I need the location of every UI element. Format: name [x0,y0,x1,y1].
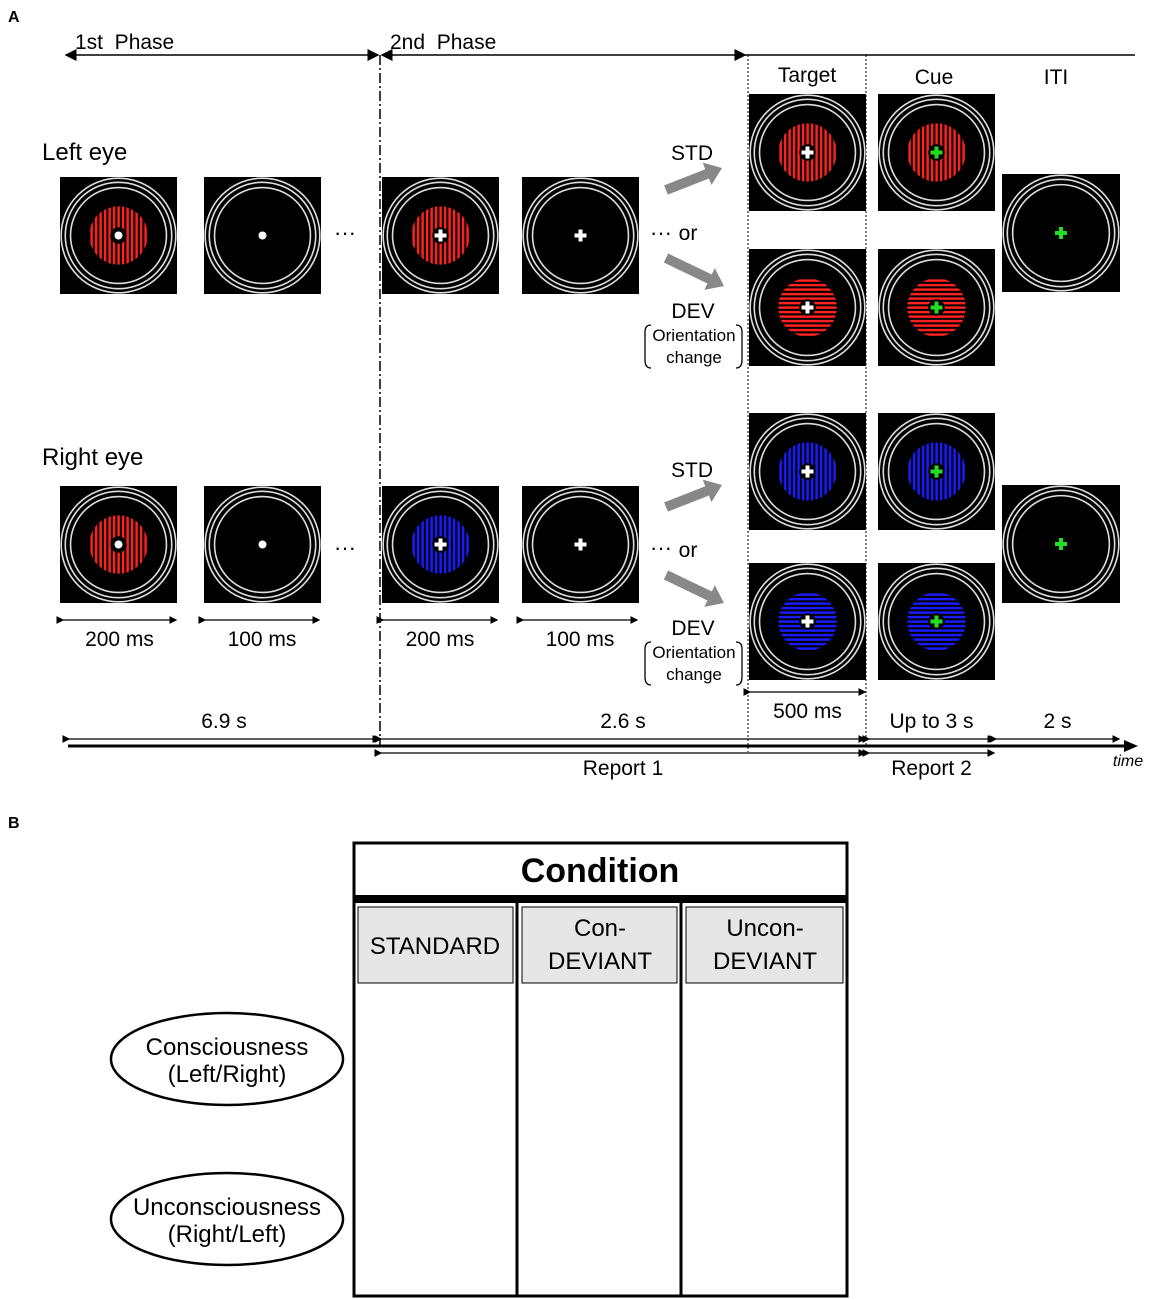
fixation-cross [574,229,587,242]
column-standard: STANDARD [370,933,500,960]
stimulus-image [1002,174,1120,292]
fixation-cross [801,301,814,314]
cue-duration-label: Up to 3 s [889,710,973,733]
dev-label: DEV [671,300,714,323]
ellipsis: ··· [334,220,356,245]
bracket [735,641,743,686]
fixation-cross [434,229,447,242]
grating [907,593,966,650]
report1-label: Report 1 [583,757,664,780]
phase1-label: 1st Phase [75,31,174,54]
stimulus-image [878,413,995,530]
row-unconsciousness: (Right/Left) [168,1221,287,1248]
row-unconsciousness-ellipse [109,1171,345,1267]
stimulus-image [204,486,321,603]
fixation-cross [801,615,814,628]
fixation-cross [801,465,814,478]
branch-arrow [664,162,722,195]
stimulus-image [382,486,499,603]
stimulus-image [878,94,995,211]
column-uncon-deviant: DEVIANT [713,948,817,975]
row-consciousness: (Left/Right) [168,1061,287,1088]
fixation-cross [1055,538,1067,550]
fixation-cross [574,538,587,551]
orientation-change-label: change [666,348,722,367]
phase1-duration-label: 6.9 s [201,710,247,733]
fixation-cross [930,465,943,478]
std-label: STD [671,459,713,482]
fixation-cross [801,146,814,159]
panel-b-label: B [8,815,20,832]
time-axis-arrowhead [1124,740,1138,752]
ellipsis: ··· [650,535,672,560]
or-label: or [679,222,698,245]
branch-arrow [663,570,725,607]
orientation-change-label: Orientation [652,643,735,662]
condition-table [352,841,849,1298]
dev-label: DEV [671,617,714,640]
fixation-cross [930,301,943,314]
fixation-cross [930,146,943,159]
condition-title: Condition [521,852,680,890]
fixation-dot [114,540,123,549]
stimulus-image [204,177,321,294]
duration-100ms-label: 100 ms [228,628,297,651]
column-con-deviant: Con- [574,915,626,942]
cue-header: Cue [915,66,954,89]
target-header: Target [778,64,837,87]
iti-duration-label: 2 s [1043,710,1071,733]
fixation-cross [930,615,943,628]
stimulus-image [878,563,995,680]
row-unconsciousness: Unconsciousness [133,1194,321,1221]
fixation-dot [114,231,123,240]
stimulus-image [749,563,866,680]
stimulus-image [749,249,866,366]
panel-a-label: A [8,9,20,26]
bracket [644,324,652,369]
branch-arrow [664,479,722,512]
orientation-change-label: Orientation [652,326,735,345]
duration-200ms-label: 200 ms [406,628,475,651]
branch-arrow [663,253,725,290]
phase2-label: 2nd Phase [390,31,496,54]
stimulus-image [522,177,639,294]
stimulus-image [60,486,177,603]
duration-200ms-label: 200 ms [85,628,154,651]
row-consciousness-ellipse [109,1011,345,1107]
right-eye-label: Right eye [42,444,143,471]
bracket [644,641,652,686]
report2-label: Report 2 [891,757,972,780]
column-uncon-deviant: Uncon- [726,915,803,942]
or-label: or [679,539,698,562]
fixation-dot [258,231,267,240]
fixation-cross [1055,227,1067,239]
stimulus-image [878,249,995,366]
phase2-duration-label: 2.6 s [600,710,646,733]
left-eye-label: Left eye [42,139,127,166]
stimulus-image [749,413,866,530]
stimulus-image [60,177,177,294]
stimulus-image [749,94,866,211]
row-consciousness: Consciousness [146,1034,309,1061]
ellipsis: ··· [650,220,672,245]
stimulus-image [1002,485,1120,603]
iti-header: ITI [1044,66,1069,89]
fixation-dot [258,540,267,549]
stimulus-image [522,486,639,603]
column-con-deviant: DEVIANT [548,948,652,975]
stimulus-image [382,177,499,294]
ellipsis: ··· [334,535,356,560]
orientation-change-label: change [666,665,722,684]
bracket [735,324,743,369]
fixation-cross [434,538,447,551]
duration-500ms-label: 500 ms [773,700,842,723]
time-label: time [1113,753,1143,770]
std-label: STD [671,142,713,165]
duration-100ms-label: 100 ms [546,628,615,651]
